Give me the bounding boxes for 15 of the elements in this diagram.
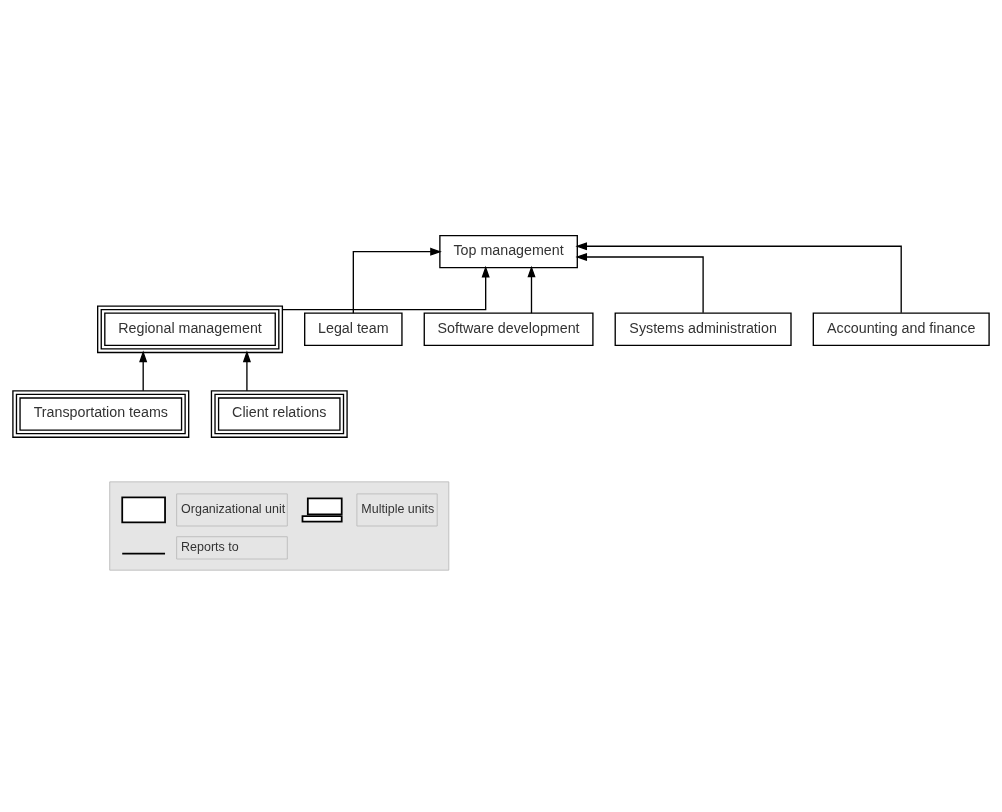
arrow — [575, 252, 704, 314]
arrow — [242, 350, 251, 392]
legend-label: Reports to — [181, 540, 239, 555]
node-box: Accounting and finance — [812, 312, 990, 346]
legend-label: Organizational unit — [181, 502, 286, 517]
node-box: Top management — [439, 234, 578, 269]
arrow — [527, 265, 536, 314]
arrow — [352, 247, 442, 314]
node-box: Systems administration — [614, 312, 792, 346]
node-box: Legal team — [304, 312, 403, 346]
arrow — [139, 350, 148, 392]
arrow — [282, 265, 490, 311]
legend-label: Multiple units — [361, 502, 435, 517]
node-box: Software development — [423, 312, 594, 346]
arrow — [575, 242, 902, 314]
